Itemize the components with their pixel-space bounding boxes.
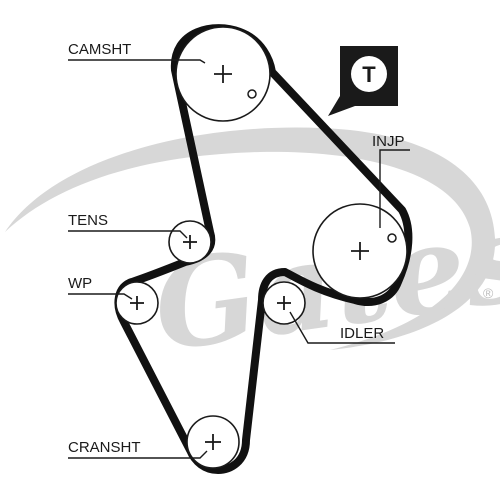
label-injection-pump: INJP — [372, 133, 405, 150]
plus-icon — [205, 434, 221, 450]
t-badge-circle — [351, 56, 387, 92]
injp-leader — [379, 149, 410, 228]
gates-watermark: Gates ® — [5, 127, 500, 379]
label-idler: IDLER — [340, 325, 384, 342]
injection-pump-pulley — [312, 203, 408, 299]
label-tensioner: TENS — [68, 212, 108, 229]
t-badge: T — [328, 46, 398, 116]
tensioner-pulley — [168, 220, 212, 264]
leader-lines — [68, 59, 410, 459]
t-badge-letter: T — [362, 62, 376, 87]
tens-leader — [68, 230, 188, 239]
label-crankshaft: CRANSHT — [68, 439, 141, 456]
watermark-wordmark: Gates — [146, 186, 500, 378]
camshaft-pulley — [175, 26, 271, 122]
registered-mark: ® — [483, 285, 494, 301]
crankshaft-pulley — [186, 415, 240, 469]
wp-leader — [68, 293, 133, 300]
water-pump-pulley — [115, 281, 159, 325]
camshaft-leader — [68, 59, 206, 64]
circle-mark-icon — [387, 233, 397, 243]
idler-pulley — [262, 281, 306, 325]
idler-leader — [289, 311, 395, 344]
cransht-leader — [68, 450, 208, 459]
plus-icon — [351, 242, 369, 260]
label-camshaft: CAMSHT — [68, 41, 131, 58]
label-water-pump: WP — [68, 275, 92, 292]
plus-icon — [183, 235, 197, 249]
plus-icon — [277, 296, 291, 310]
circle-mark-icon — [247, 89, 257, 99]
plus-icon — [214, 65, 232, 83]
plus-icon — [130, 296, 144, 310]
